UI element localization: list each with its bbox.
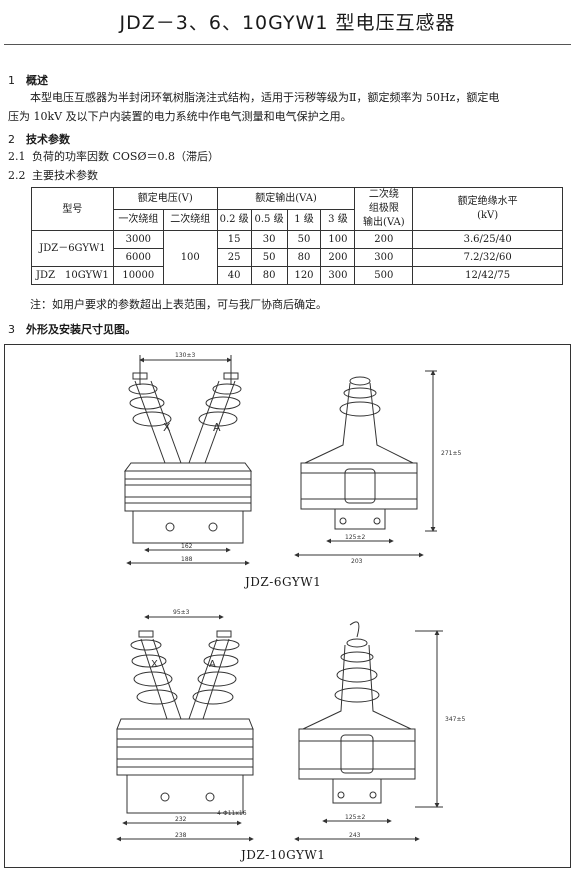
dim-pitch-top: 130±3 [175, 352, 195, 359]
title-rule [4, 44, 571, 45]
drawing-frame: 130±3 X A [4, 344, 571, 868]
param-text: 负荷的功率因数 COSØ＝0.8（滞后） [32, 150, 219, 163]
dim-side-outer-bottom: 243 [349, 832, 361, 839]
section-title: 概述 [26, 74, 48, 87]
side-view-jdz6: 125±2 203 271±5 [294, 370, 461, 565]
cell-c05: 30 [250, 230, 288, 249]
overview-line-2: 压为 10kV 及以下户内装置的电力系统中作电气测量和电气保护之用。 [8, 110, 352, 123]
outline-drawings: 130±3 X A [116, 352, 465, 842]
table-header-row: 型号 额定电压(V) 额定输出(VA) 二次绕 组极限 输出(VA) 额定绝缘水… [31, 187, 563, 231]
cell-primary: 3000 [112, 230, 164, 249]
cell-c05: 50 [250, 248, 288, 267]
cell-c02: 15 [216, 230, 252, 249]
dim-height-top: 271±5 [441, 450, 461, 457]
header-limit-l2: 组极限 [368, 203, 399, 214]
dim-holes-bottom: 4-Φ11x16 [217, 810, 247, 817]
header-secondary: 二次绕组 [162, 208, 218, 231]
terminal-label-x: X [163, 421, 171, 434]
cell-insulation: 12/42/75 [412, 266, 563, 285]
dim-base-outer-bottom: 238 [175, 832, 187, 839]
cell-primary: 10000 [112, 266, 164, 285]
section-heading-params: 2 技术参数 [8, 131, 70, 147]
cell-c1: 120 [286, 266, 322, 285]
header-model: 型号 [31, 187, 114, 231]
dim-side-outer-top: 203 [351, 558, 363, 565]
dim-pitch-bottom: 95±3 [173, 609, 190, 616]
cell-c3: 300 [320, 266, 356, 285]
dim-side-inner-top: 125±2 [345, 534, 365, 541]
overview-line-1: 本型电压互感器为半封闭环氧树脂浇注式结构，适用于污秽等级为Ⅱ，额定频率为 50H… [30, 91, 500, 104]
header-class-1: 1 级 [286, 208, 322, 231]
cell-c3: 200 [320, 248, 356, 267]
cell-primary: 6000 [112, 248, 164, 267]
cell-c1: 50 [286, 230, 322, 249]
front-view-jdz10: 95±3 X A [116, 609, 254, 842]
section-number: 1 [8, 74, 15, 87]
cell-model: JDZ 10GYW1 [31, 266, 114, 285]
cell-secondary: 100 [162, 230, 218, 285]
section-heading-drawings: 3 外形及安装尺寸见图。 [8, 321, 136, 337]
page-title: JDZ－3、6、10GYW1 型电压互感器 [119, 12, 456, 34]
cell-limit: 200 [354, 230, 414, 249]
insulator-a [188, 630, 240, 720]
caption-jdz6: JDZ-6GYW1 [245, 575, 322, 589]
header-insul-l2: (kV) [477, 210, 499, 221]
dim-base-inner-top: 162 [181, 543, 193, 550]
header-limit-output: 二次绕 组极限 输出(VA) [354, 187, 414, 231]
header-rated-voltage: 额定电压(V) [112, 187, 218, 210]
table-note: 注：如用户要求的参数超出上表范围，可与我厂协商后确定。 [30, 298, 327, 311]
side-view-jdz10: 125±2 243 347±5 [294, 621, 465, 842]
section-heading-overview: 1 概述 [8, 72, 48, 88]
param-number: 2.2 [8, 169, 26, 182]
insulator-x [128, 372, 182, 464]
header-limit-l3: 输出(VA) [363, 217, 405, 228]
param-2-2: 2.2 主要技术参数 [8, 166, 98, 185]
cell-c1: 80 [286, 248, 322, 267]
cell-insulation: 3.6/25/40 [412, 230, 563, 249]
terminal-label-a: A [209, 659, 216, 670]
header-insul-l1: 额定绝缘水平 [457, 196, 518, 207]
cell-limit: 300 [354, 248, 414, 267]
header-limit-l1: 二次绕 [368, 189, 399, 200]
param-number: 2.1 [8, 150, 26, 163]
dim-base-inner-bottom: 232 [175, 816, 187, 823]
section-number: 2 [8, 133, 15, 146]
table-subheader-row: 一次绕组 二次绕组 0.2 级 0.5 级 1 级 3 级 [32, 208, 563, 231]
cell-model: JDZ－6GYW1 [31, 230, 114, 267]
table-row: JDZ 10GYW1 10000 40 80 120 300 500 12/42… [31, 266, 563, 285]
cell-limit: 500 [354, 266, 414, 285]
header-rated-output: 额定输出(VA) [216, 187, 356, 210]
section-title: 技术参数 [26, 133, 70, 146]
cell-c02: 40 [216, 266, 252, 285]
terminal-label-a: A [213, 421, 221, 434]
cell-c05: 80 [250, 266, 288, 285]
header-class-3: 3 级 [320, 208, 356, 231]
cell-insulation: 7.2/32/60 [412, 248, 563, 267]
header-insulation: 额定绝缘水平 (kV) [412, 187, 563, 231]
terminal-label-x: X [151, 659, 158, 670]
dim-height-bottom: 347±5 [445, 716, 465, 723]
insulator-a [188, 372, 242, 464]
param-text: 主要技术参数 [32, 169, 98, 182]
cell-c3: 100 [320, 230, 356, 249]
header-primary: 一次绕组 [112, 208, 164, 231]
caption-jdz10: JDZ-10GYW1 [241, 848, 326, 862]
table-row: JDZ－6GYW1 3000 100 15 30 50 100 200 3.6/… [31, 230, 563, 285]
spec-table: 型号 额定电压(V) 额定输出(VA) 二次绕 组极限 输出(VA) 额定绝缘水… [31, 187, 563, 285]
section-number: 3 [8, 323, 15, 336]
param-2-1: 2.1 负荷的功率因数 COSØ＝0.8（滞后） [8, 147, 219, 166]
cell-c02: 25 [216, 248, 252, 267]
insulator-x [130, 630, 182, 720]
header-class-0-2: 0.2 级 [216, 208, 252, 231]
header-class-0-5: 0.5 级 [250, 208, 288, 231]
dim-side-inner-bottom: 125±2 [345, 814, 365, 821]
dim-base-outer-top: 188 [181, 556, 193, 563]
section-title: 外形及安装尺寸见图。 [26, 323, 136, 336]
front-view-jdz6: 130±3 X A [124, 352, 252, 566]
